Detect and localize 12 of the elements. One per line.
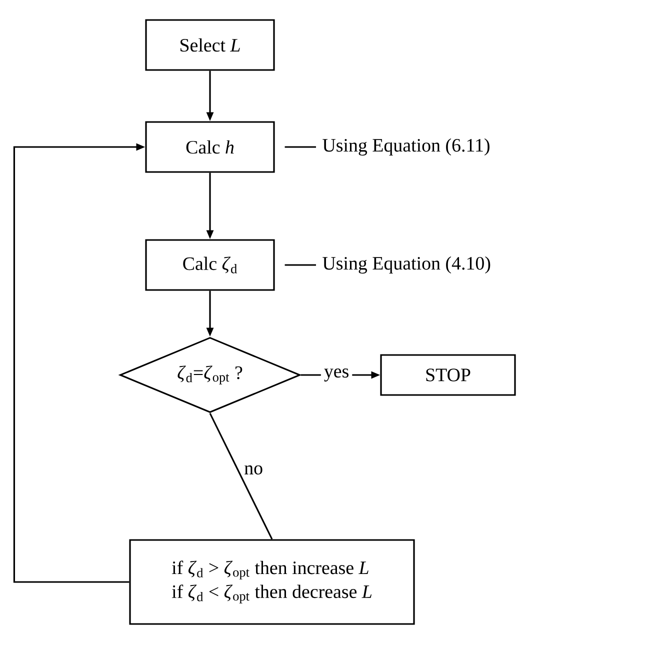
connector-line <box>209 412 273 540</box>
note-text: Using Equation (4.10) <box>322 256 490 274</box>
leader-line <box>284 264 316 266</box>
edge-label: no <box>242 463 266 476</box>
edge-label: yes <box>320 366 352 384</box>
leader-line <box>284 146 316 148</box>
process-box: if ζ$_{d}$ > ζ$_{opt}$ then increase L if ζ$_{d}$ < ζ$_{opt}$ then decrease L <box>129 539 415 625</box>
process-box: STOP <box>380 354 516 396</box>
process-box: Calc h <box>145 121 275 173</box>
process-box: Select L <box>145 19 275 71</box>
note-text: Using Equation (6.11) <box>322 138 490 156</box>
process-box: Calc ζ$_{d}$ <box>145 239 275 291</box>
